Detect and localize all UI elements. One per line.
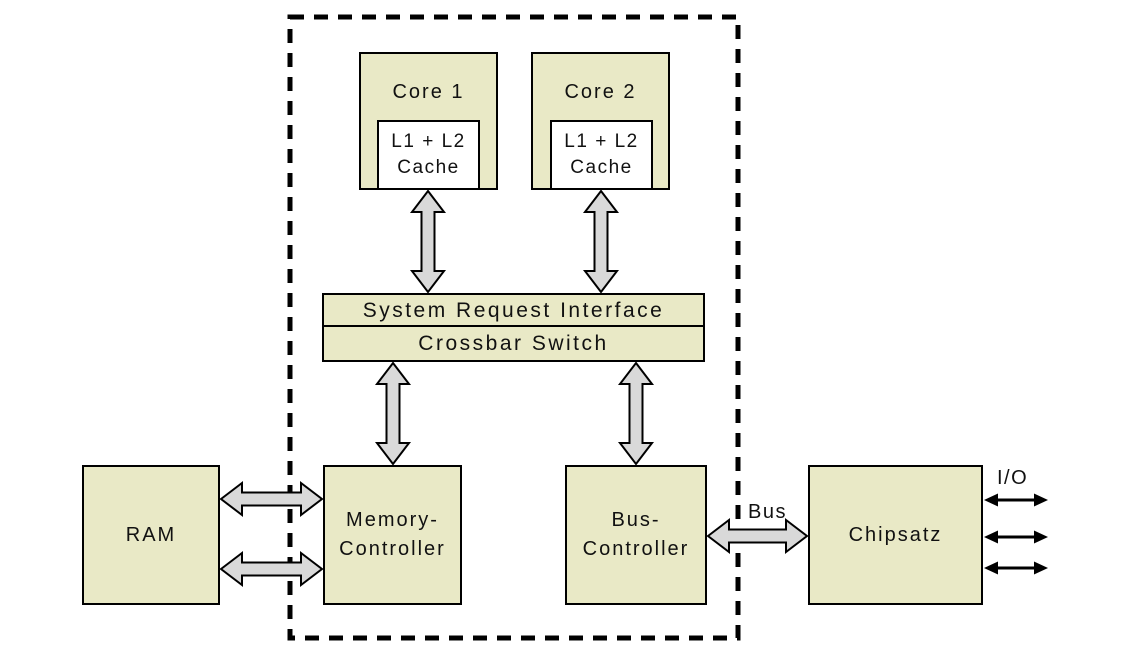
node-crossbar-switch: Crossbar Switch: [322, 325, 705, 362]
arrow-core2-to-sri: [582, 189, 620, 294]
node-cache2: L1 + L2 Cache: [550, 120, 653, 190]
arrow-ram-memory-controller-lower: [219, 550, 324, 588]
arrow-crossbar-to-memory-controller: [374, 361, 412, 466]
node-chipsatz: Chipsatz: [808, 465, 983, 605]
ram-label: RAM: [125, 523, 177, 546]
arrow-core1-to-sri: [409, 189, 447, 294]
io-arrow-3: [984, 561, 1048, 575]
arrow-bus-controller-chipsatz: [706, 517, 809, 555]
crossbar-switch-label: Crossbar Switch: [418, 332, 609, 355]
cpu-die-dashed-boundary: [287, 14, 741, 641]
chipsatz-label: Chipsatz: [848, 523, 943, 546]
memory-controller-line1: Memory-: [346, 509, 439, 531]
cache1-line2: Cache: [397, 157, 460, 178]
cache2-line2: Cache: [570, 157, 633, 178]
bus-controller-line2: Controller: [582, 538, 690, 560]
bus-controller-line1: Bus-: [611, 509, 661, 531]
node-ram: RAM: [82, 465, 220, 605]
bus-label: Bus: [748, 501, 787, 523]
arrow-ram-memory-controller-upper: [219, 480, 324, 518]
node-cache1: L1 + L2 Cache: [377, 120, 480, 190]
io-label: I/O: [997, 467, 1029, 489]
memory-controller-line2: Controller: [339, 538, 446, 560]
io-arrow-2: [984, 530, 1048, 544]
arrow-crossbar-to-bus-controller: [617, 361, 655, 466]
node-memory-controller: Memory- Controller: [323, 465, 462, 605]
system-request-interface-label: System Request Interface: [362, 298, 665, 322]
node-bus-controller: Bus- Controller: [565, 465, 707, 605]
node-system-request-interface: System Request Interface: [322, 293, 705, 327]
cache1-line1: L1 + L2: [391, 131, 466, 152]
core1-label: Core 1: [392, 81, 465, 103]
core2-label: Core 2: [564, 81, 637, 103]
cache2-line1: L1 + L2: [564, 131, 639, 152]
io-arrow-1: [984, 493, 1048, 507]
